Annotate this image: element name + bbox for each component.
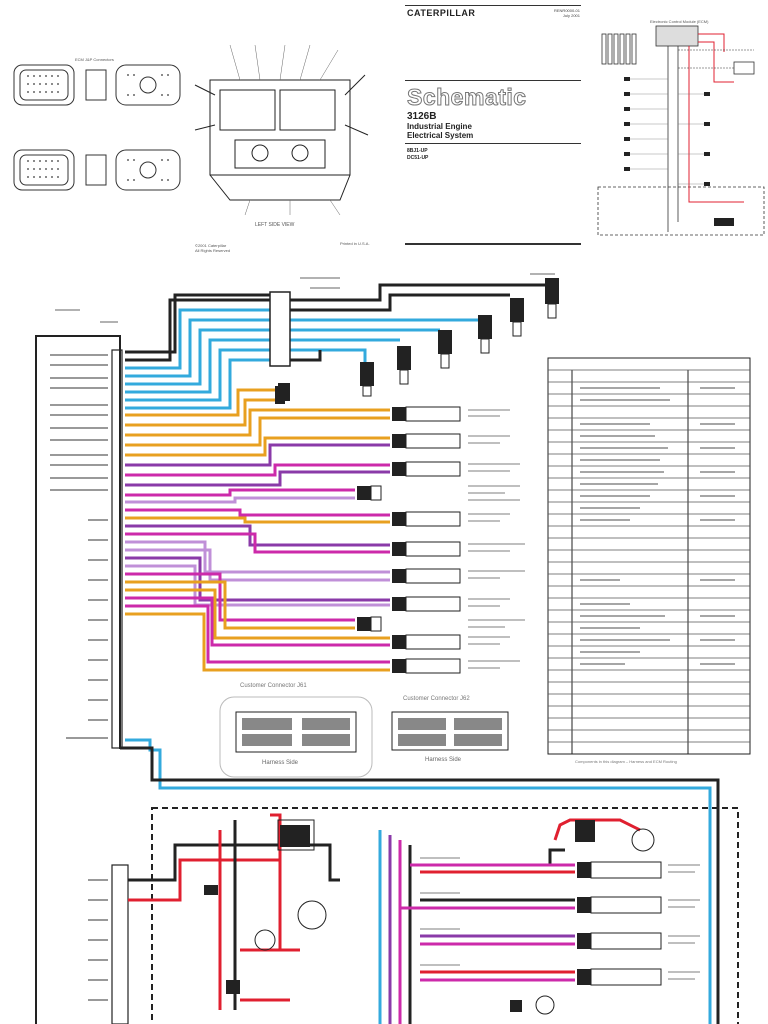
harness-side-label-1: Harness Side — [262, 760, 299, 766]
harness-side-label-2: Harness Side — [425, 757, 462, 763]
copyright-text: ©2001 Caterpillar All Rights Reserved — [195, 243, 231, 253]
ecm-overview-schematic — [597, 25, 765, 236]
customer-connector-j61-label: Customer Connector J61 — [240, 683, 307, 689]
brand-logo: CATERPILLAR — [407, 8, 476, 18]
ecm-connectors-drawing — [13, 64, 181, 191]
engine-subtitle: Industrial Engine Electrical System — [407, 122, 577, 140]
serial-numbers: 8BJ1-UP DC51-UP — [407, 148, 428, 162]
subtitle-line-1: Industrial Engine — [407, 122, 472, 131]
cover-title-rule — [405, 80, 581, 81]
printed-text: Printed in U.S.A. — [340, 241, 370, 246]
doc-date-text: July 2001 — [562, 13, 580, 18]
serial-1: 8BJ1-UP — [407, 148, 428, 154]
doc-number: RENR0000-01 July 2001 — [540, 8, 580, 18]
ecm-overview-label: Electronic Control Module (ECM) — [650, 19, 709, 24]
cover-bottom-rule — [405, 243, 581, 245]
serial-2: DC51-UP — [407, 155, 429, 161]
subtitle-line-2: Electrical System — [407, 131, 474, 140]
left-side-view-label: LEFT SIDE VIEW — [255, 222, 295, 228]
main-wiring-schematic — [35, 273, 751, 1024]
engine-side-view-drawing — [194, 44, 369, 216]
components-table-footnote: Components in this diagram – Harness and… — [575, 759, 677, 764]
cover-top-rule — [405, 5, 581, 6]
schematic-title: Schematic — [407, 84, 527, 111]
ecm-connectors-label: ECM J&P Connectors — [75, 57, 114, 62]
doc-number-text: RENR0000-01 — [553, 8, 580, 13]
model-number: 3126B — [407, 111, 437, 122]
cover-mid-rule — [405, 143, 581, 144]
customer-connector-j62-label: Customer Connector J62 — [403, 696, 470, 702]
